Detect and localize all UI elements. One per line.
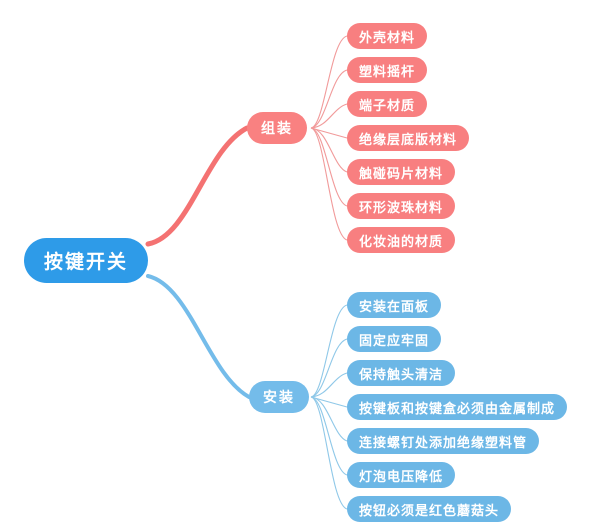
leaf-lines-install xyxy=(310,304,348,510)
leaf-node[interactable]: 化妆油的材质 xyxy=(347,227,456,253)
leaf-node-label: 按钮必须是红色蘑菇头 xyxy=(359,502,500,518)
leaf-node[interactable]: 按钮必须是红色蘑菇头 xyxy=(347,496,512,522)
trunk-line-install xyxy=(146,274,251,399)
leaf-node[interactable]: 绝缘层底版材料 xyxy=(347,125,470,151)
branch-node-assembly-label: 组装 xyxy=(261,120,293,136)
leaf-node-label: 按键板和按键盒必须由金属制成 xyxy=(359,400,556,416)
leaf-node[interactable]: 固定应牢固 xyxy=(347,326,442,352)
leaf-node[interactable]: 连接螺钉处添加绝缘塑料管 xyxy=(347,428,540,454)
leaf-node[interactable]: 外壳材料 xyxy=(347,23,428,49)
leaf-node[interactable]: 环形波珠材料 xyxy=(347,193,456,219)
root-node[interactable]: 按键开关 xyxy=(24,238,148,283)
leaf-node-label: 安装在面板 xyxy=(359,298,430,314)
leaf-node-label: 端子材质 xyxy=(359,97,416,113)
leaf-node-label: 外壳材料 xyxy=(359,29,416,45)
leaf-node-label: 塑料摇杆 xyxy=(359,63,416,79)
leaf-node-label: 触碰码片材料 xyxy=(359,165,444,181)
leaf-node-label: 化妆油的材质 xyxy=(359,233,444,249)
branch-node-assembly[interactable]: 组装 xyxy=(247,112,307,144)
leaf-node-label: 保持触头清洁 xyxy=(359,366,444,382)
leaf-lines-assembly xyxy=(310,35,348,241)
leaf-node[interactable]: 按键板和按键盒必须由金属制成 xyxy=(347,394,568,420)
branch-node-install[interactable]: 安装 xyxy=(249,381,309,413)
leaf-node-label: 灯泡电压降低 xyxy=(359,468,444,484)
leaf-node-label: 连接螺钉处添加绝缘塑料管 xyxy=(359,434,528,450)
leaf-node[interactable]: 触碰码片材料 xyxy=(347,159,456,185)
leaf-node-label: 绝缘层底版材料 xyxy=(359,131,458,147)
leaf-node-label: 环形波珠材料 xyxy=(359,199,444,215)
leaf-node[interactable]: 保持触头清洁 xyxy=(347,360,456,386)
leaf-node[interactable]: 安装在面板 xyxy=(347,292,442,318)
trunk-line-assembly xyxy=(145,125,250,247)
root-node-label: 按键开关 xyxy=(43,252,128,273)
leaf-node[interactable]: 灯泡电压降低 xyxy=(347,462,456,488)
leaf-node[interactable]: 塑料摇杆 xyxy=(347,57,428,83)
leaf-node[interactable]: 端子材质 xyxy=(347,91,428,117)
branch-node-install-label: 安装 xyxy=(263,389,295,405)
leaf-node-label: 固定应牢固 xyxy=(359,332,430,348)
